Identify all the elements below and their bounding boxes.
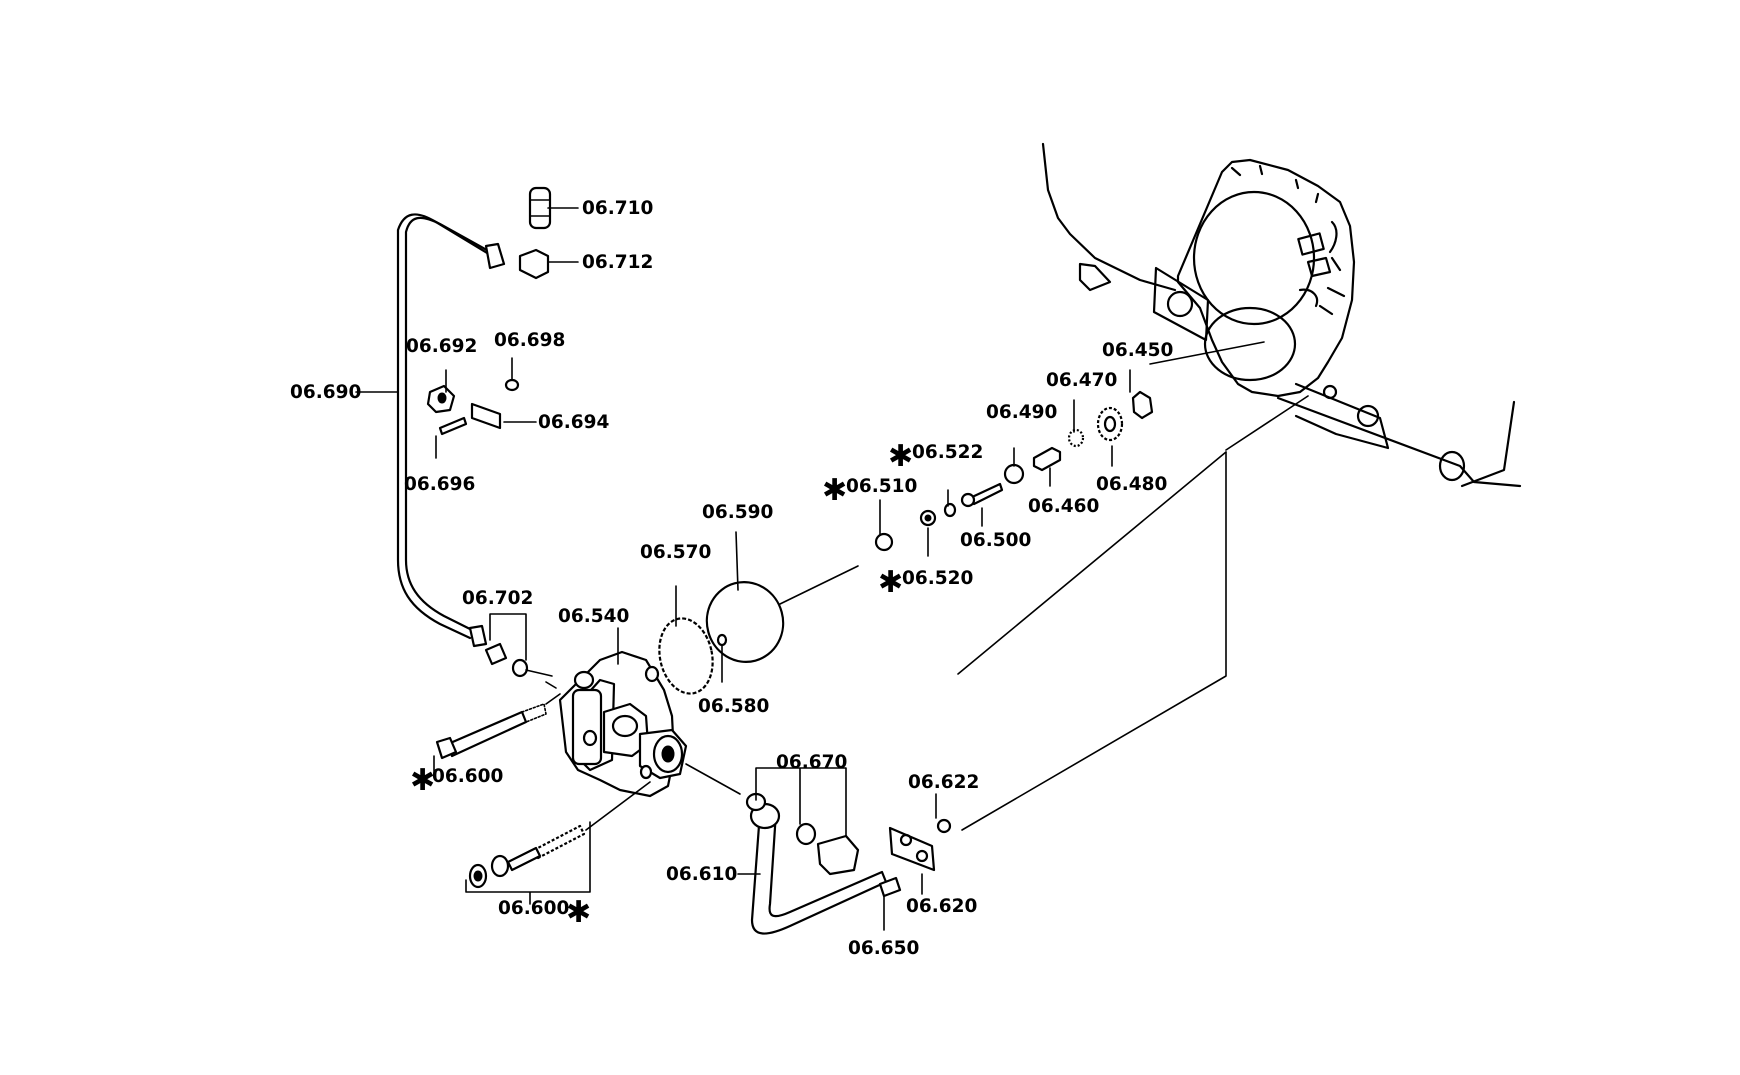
label-06650: 06.650 [848,938,919,959]
part-06712 [518,248,550,280]
label-06670: 06.670 [776,752,847,773]
label-06622: 06.622 [908,772,979,793]
label-06480: 06.480 [1096,474,1167,495]
label-06520: 06.520 [902,568,973,589]
leader-line [1225,395,1309,451]
part-06450 [1131,390,1154,420]
label-06698: 06.698 [494,330,565,351]
part-labels: 06.710 06.712 06.692 06.698 06.690 06.69… [290,198,1173,959]
pump-body-icon [558,650,688,798]
part-06692 [426,384,456,414]
part-06460 [1032,446,1062,472]
part-06580 [716,633,728,647]
bolt-icon [435,693,561,760]
label-06580: 06.580 [698,696,769,717]
label-06522: 06.522 [912,442,983,463]
asterisk-marker: ✱ [566,895,591,930]
label-06694: 06.694 [538,412,610,433]
label-06460: 06.460 [1028,496,1099,517]
part-06710 [528,186,552,230]
label-06620: 06.620 [906,896,977,917]
hose-icon [396,213,506,648]
label-06510: 06.510 [846,476,917,497]
leader-line [957,451,1227,675]
pipe-icon [745,792,902,935]
label-leaders [355,207,1131,931]
part-06696 [438,416,468,436]
part-06622 [936,818,952,834]
label-06500: 06.500 [960,530,1031,551]
label-06690: 06.690 [290,382,361,403]
label-06450: 06.450 [1102,340,1173,361]
label-06692: 06.692 [406,336,477,357]
leader-line [1149,341,1265,365]
label-06702: 06.702 [462,588,533,609]
leader-line [685,763,741,795]
asterisk-marker: ✱ [888,439,913,474]
label-06590: 06.590 [702,502,773,523]
leader-line [779,565,859,605]
label-06610: 06.610 [666,864,737,885]
part-06702 [484,642,553,678]
part-06490 [1003,463,1025,485]
gear-icon [1096,406,1124,442]
part-06698 [504,378,520,392]
bolt-icon [468,781,651,889]
asterisk-marker: ✱ [410,763,435,798]
label-06712: 06.712 [582,252,653,273]
label-06600-upper: 06.600 [432,766,503,787]
part-06510 [874,532,894,552]
label-06696: 06.696 [404,474,475,495]
label-06710: 06.710 [582,198,653,219]
part-06470 [1067,428,1085,448]
label-06490: 06.490 [986,402,1057,423]
label-06470: 06.470 [1046,370,1117,391]
leader-line [545,681,557,689]
part-06500 [960,482,1004,508]
label-06540: 06.540 [558,606,629,627]
label-06600-lower: 06.600 [498,898,569,919]
part-06620 [888,826,936,872]
asterisk-marker: ✱ [822,473,847,508]
part-06520 [919,509,937,527]
asterisk-marker: ✱ [878,565,903,600]
part-06570 [658,617,714,695]
part-06522 [943,502,957,518]
transmission-housing-icon [1041,142,1522,488]
leader-line [961,451,1227,831]
label-06570: 06.570 [640,542,711,563]
part-06694 [470,402,502,430]
